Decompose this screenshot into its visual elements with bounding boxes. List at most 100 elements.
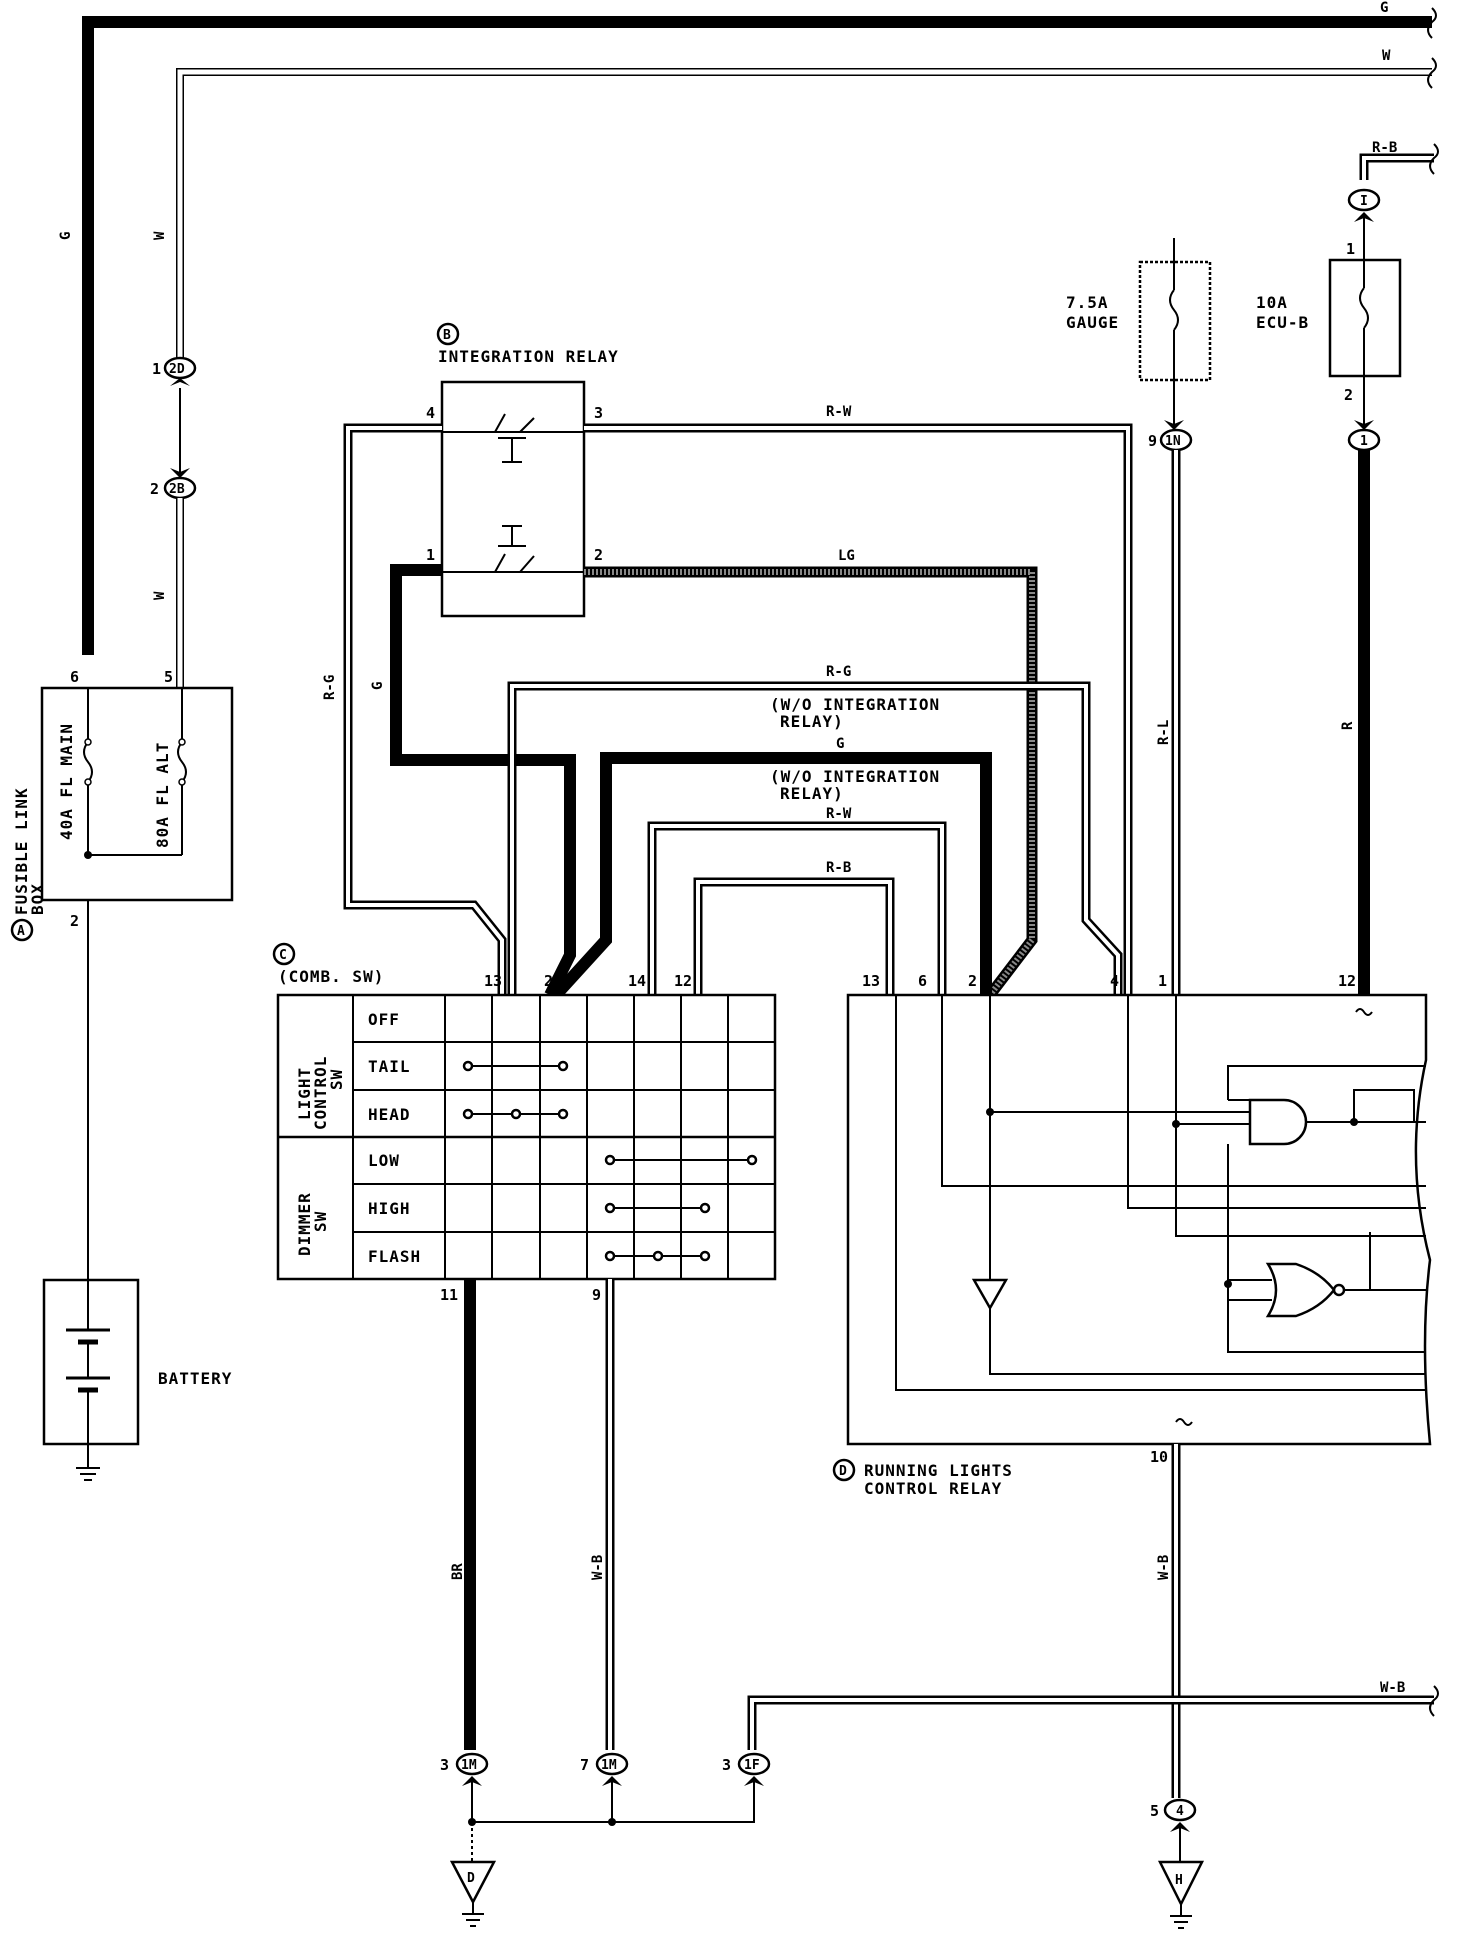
battery-label: BATTERY bbox=[158, 1369, 232, 1388]
connector-2d: 2D bbox=[163, 356, 197, 386]
wire-label-r-b-mid: R-B bbox=[826, 860, 851, 876]
pin-rr-12: 12 bbox=[1338, 972, 1356, 990]
pin-relay-2: 2 bbox=[594, 546, 603, 564]
svg-text:2B: 2B bbox=[169, 482, 185, 497]
wire-r-b-mid bbox=[693, 877, 895, 995]
pin-relay-4: 4 bbox=[426, 404, 435, 422]
wire-label-left-g: G bbox=[58, 232, 74, 240]
wire-label-r-w-mid: R-W bbox=[826, 806, 852, 822]
sw-row-low: LOW bbox=[368, 1151, 400, 1170]
comb-sw-name: (COMB. SW) bbox=[278, 967, 384, 986]
wire-label-w-b-right: W-B bbox=[1156, 1555, 1172, 1580]
wire-lg bbox=[584, 566, 1038, 999]
connector-2b: 2B bbox=[163, 468, 197, 500]
wire-label-r-g-mid: R-G bbox=[826, 664, 851, 680]
fusible-link-box bbox=[40, 686, 234, 902]
pin-c2d: 1 bbox=[152, 360, 161, 378]
pin-sw-13: 13 bbox=[484, 972, 502, 990]
ecu-fuse-name: ECU-B bbox=[1256, 313, 1309, 332]
wire-label-relay-left-g: G bbox=[370, 682, 386, 690]
svg-text:D: D bbox=[467, 1871, 475, 1886]
pin-c1: 2 bbox=[1344, 386, 1353, 404]
wire-r-w-relay bbox=[584, 423, 1133, 995]
sw-row-high: HIGH bbox=[368, 1199, 411, 1218]
pin-flb-5: 5 bbox=[164, 668, 173, 686]
fuse2-label: 80A FL ALT bbox=[153, 742, 172, 848]
ecu-fuse-amp: 10A bbox=[1256, 293, 1288, 312]
svg-text:2D: 2D bbox=[169, 362, 185, 377]
wire-label-g-mid: G bbox=[836, 736, 844, 752]
pin-sw-14: 14 bbox=[628, 972, 646, 990]
pin-rr-10: 10 bbox=[1150, 1448, 1168, 1466]
wire-label-r-l: R-L bbox=[1156, 720, 1172, 745]
connector-1m-b: 1M bbox=[595, 1752, 629, 1786]
wire-label-top-w: W bbox=[1382, 48, 1391, 64]
ground-d: D bbox=[449, 1860, 497, 1927]
sw-row-head: HEAD bbox=[368, 1105, 411, 1124]
sw-group2-line2: SW bbox=[311, 1211, 330, 1232]
top-w-wire bbox=[176, 57, 1437, 368]
running-lights-relay bbox=[846, 993, 1432, 1446]
top-g-wire bbox=[82, 7, 1437, 655]
wire-label-relay-r-w: R-W bbox=[826, 404, 852, 420]
sw-group1-line3: SW bbox=[327, 1069, 346, 1090]
pin-c1m-b: 7 bbox=[580, 1756, 589, 1774]
pin-sw-9: 9 bbox=[592, 1286, 601, 1304]
ecu-b-fuse bbox=[1328, 258, 1402, 378]
battery bbox=[42, 1278, 140, 1481]
wire-label-w-b-left: W-B bbox=[590, 1555, 606, 1580]
gauge-fuse-name: GAUGE bbox=[1066, 313, 1119, 332]
gauge-fuse bbox=[1138, 260, 1212, 382]
pin-flb-2: 2 bbox=[70, 912, 79, 930]
connector-i: I bbox=[1347, 188, 1381, 222]
svg-text:1F: 1F bbox=[744, 1758, 760, 1773]
fuse1-label: 40A FL MAIN bbox=[57, 723, 76, 840]
integration-relay bbox=[440, 380, 586, 618]
relay-b-name: INTEGRATION RELAY bbox=[438, 347, 619, 366]
connector-1m-a: 1M bbox=[455, 1752, 489, 1786]
svg-text:1N: 1N bbox=[1165, 434, 1181, 449]
sw-row-off: OFF bbox=[368, 1010, 400, 1029]
pin-sw-11: 11 bbox=[440, 1286, 458, 1304]
note-wo1-line1: (W/O INTEGRATION bbox=[770, 695, 940, 714]
connector-1: 1 bbox=[1347, 420, 1381, 452]
pin-sw-12: 12 bbox=[674, 972, 692, 990]
component-letter-c: C bbox=[272, 942, 296, 966]
wire-r-g-mid bbox=[507, 681, 1123, 995]
component-letter-b: B bbox=[436, 322, 460, 346]
wire-g-relay bbox=[390, 564, 576, 998]
pin-rr-13: 13 bbox=[862, 972, 880, 990]
wire-w-b-branch bbox=[747, 1685, 1439, 1750]
pin-rr-6: 6 bbox=[918, 972, 927, 990]
rr-name-1: RUNNING LIGHTS bbox=[864, 1461, 1013, 1480]
note-wo2-line2: RELAY) bbox=[780, 784, 844, 803]
svg-text:I: I bbox=[1360, 194, 1368, 209]
flb-name-2: BOX bbox=[28, 883, 47, 915]
connector-1f: 1F bbox=[737, 1752, 771, 1786]
sw-group1-line2: CONTROL bbox=[311, 1056, 330, 1130]
pin-rr-2: 2 bbox=[968, 972, 977, 990]
pin-c4: 5 bbox=[1150, 1802, 1159, 1820]
svg-text:H: H bbox=[1175, 1873, 1183, 1888]
pin-c1n: 9 bbox=[1148, 432, 1157, 450]
wire-label-r-b-top: R-B bbox=[1372, 140, 1397, 156]
pin-ci: 1 bbox=[1346, 240, 1355, 258]
sw-row-tail: TAIL bbox=[368, 1057, 411, 1076]
wire-label-lg: LG bbox=[838, 548, 855, 564]
pin-relay-3: 3 bbox=[594, 404, 603, 422]
wire-r-g-relay-left bbox=[343, 423, 507, 995]
svg-text:1M: 1M bbox=[601, 1758, 617, 1773]
comb-switch-table bbox=[276, 993, 777, 1281]
pin-c2b: 2 bbox=[150, 480, 159, 498]
component-letter-a: A bbox=[10, 918, 34, 942]
ground-h: H bbox=[1157, 1860, 1205, 1929]
svg-text:D: D bbox=[839, 1464, 847, 1479]
connector-1n: 1N bbox=[1159, 420, 1193, 452]
gauge-fuse-amp: 7.5A bbox=[1066, 293, 1109, 312]
wire-label-r-right: R bbox=[1340, 721, 1356, 730]
sw-group1-line1: LIGHT bbox=[295, 1067, 314, 1120]
flb-name-1: FUSIBLE LINK bbox=[12, 787, 31, 915]
pin-rr-4: 4 bbox=[1110, 972, 1119, 990]
component-letter-d: D bbox=[832, 1458, 856, 1482]
wire-label-left-w-upper: W bbox=[152, 231, 168, 240]
